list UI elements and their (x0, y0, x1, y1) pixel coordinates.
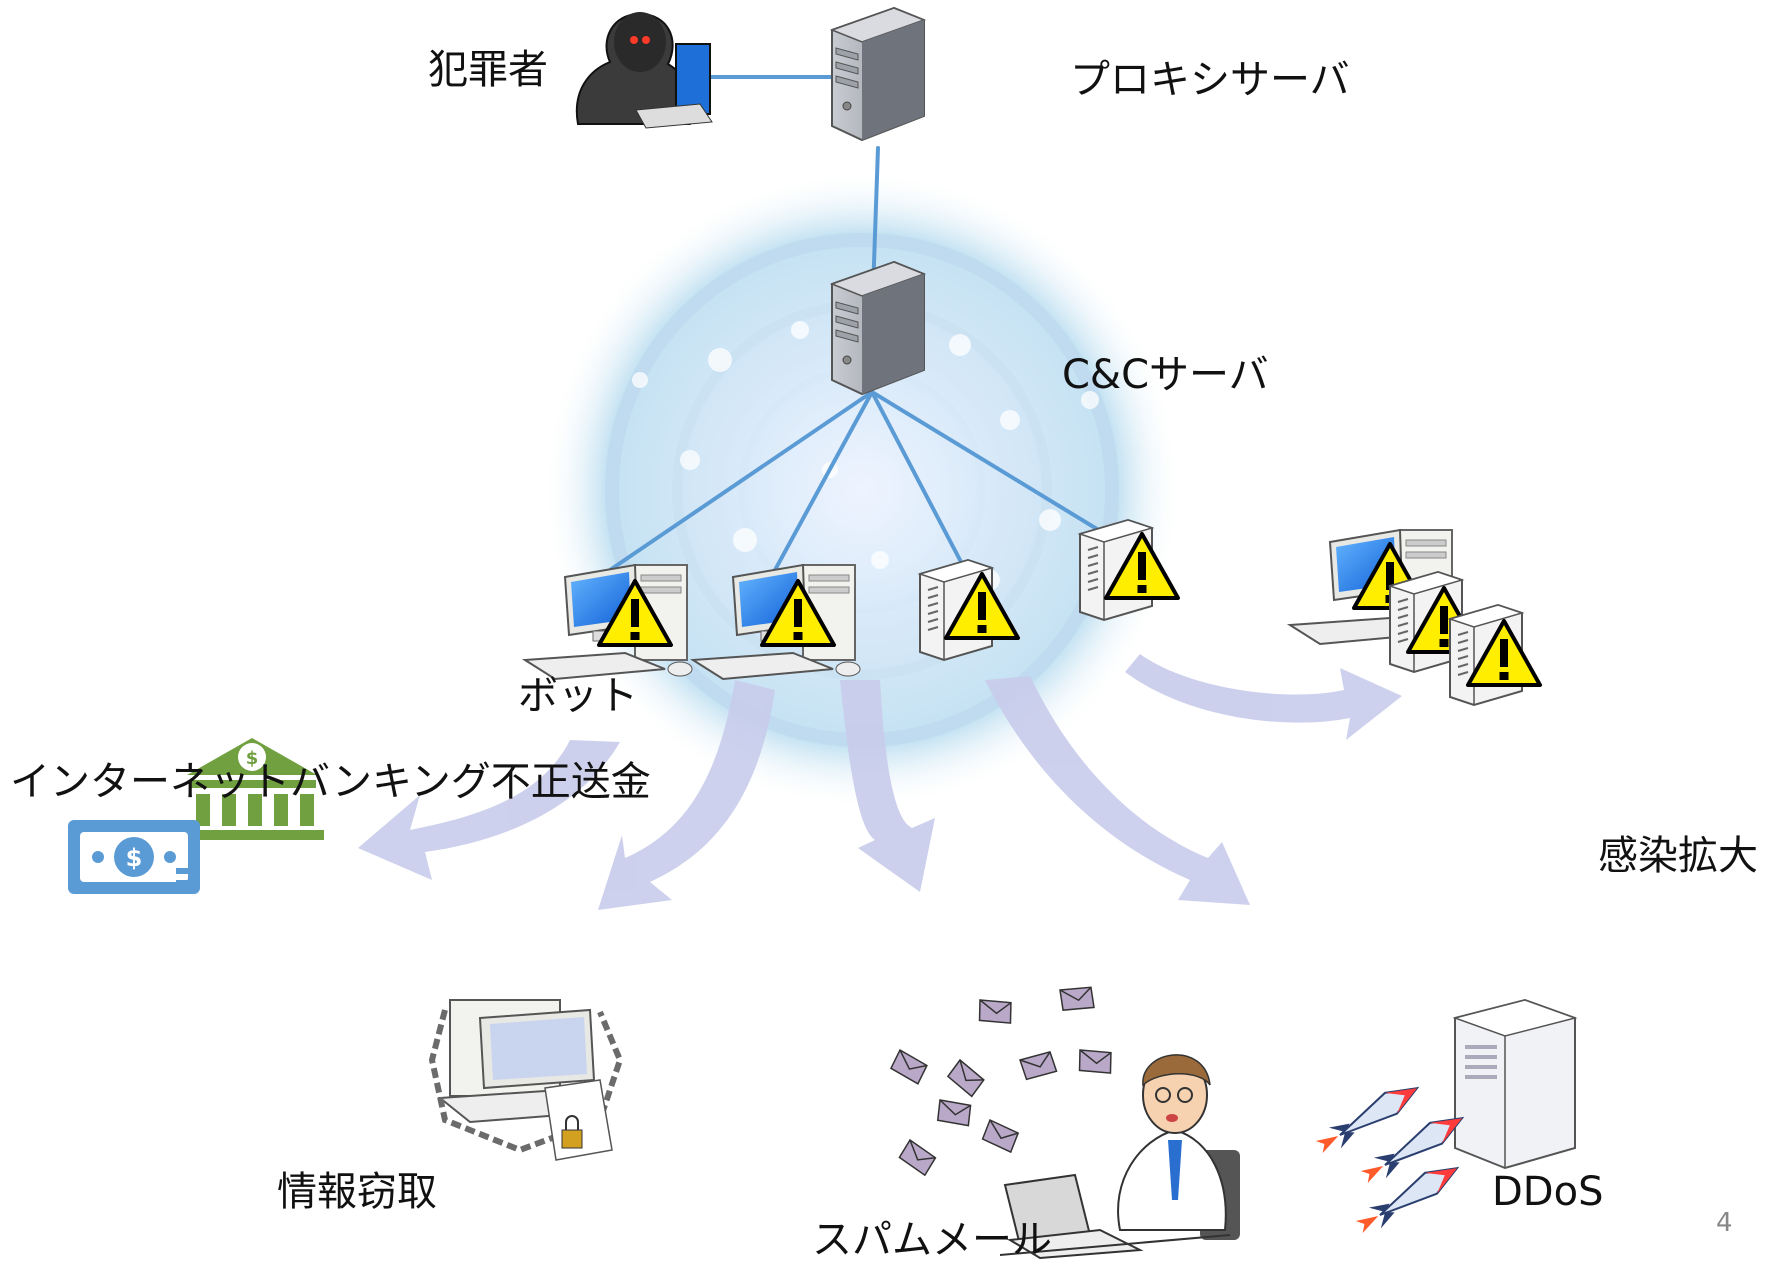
bank-dollar-icon: $ (246, 748, 259, 769)
infection-spread-label: 感染拡大 (1598, 833, 1758, 879)
attack-flow-arrows (358, 654, 1402, 910)
criminal-icon (575, 12, 713, 129)
cc-server-icon (831, 261, 925, 395)
bill-icon: $ (68, 820, 200, 894)
worried-man-icon (999, 1054, 1240, 1260)
cc-server-label: C&Cサーバ (1062, 352, 1269, 398)
locked-computer-icon (428, 999, 624, 1161)
envelope-icons (888, 978, 1116, 1178)
proxy-server-icon (831, 7, 925, 141)
target-server-icon (1452, 998, 1578, 1170)
spam-mail-label: スパムメール (812, 1217, 1052, 1263)
rocket-icons (1311, 1076, 1470, 1239)
network-connections (608, 75, 1117, 572)
criminal-label: 犯罪者 (428, 47, 548, 93)
bot-label: ボット (518, 673, 638, 719)
page-number: 4 (1716, 1208, 1733, 1238)
proxy-server-label: プロキシサーバ (1070, 57, 1350, 103)
info-theft-label: 情報窃取 (277, 1169, 437, 1215)
bill-dollar-icon: $ (126, 844, 143, 872)
bank-icon: $ (184, 738, 324, 840)
ddos-label: DDoS (1492, 1169, 1604, 1215)
infected-cluster (1289, 529, 1542, 706)
ddos-illustration (1311, 998, 1578, 1239)
banking-fraud-label: インターネットバンキング不正送金 (10, 759, 651, 805)
spam-mail-illustration (888, 978, 1240, 1260)
